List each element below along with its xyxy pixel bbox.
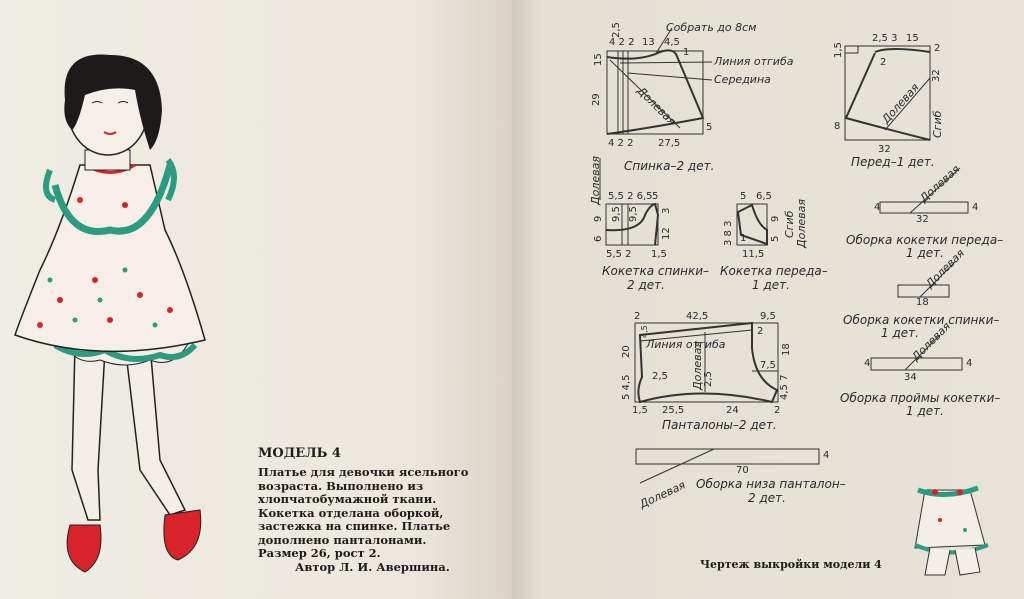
dim-label: 5,5 2 6,5 — [608, 191, 653, 202]
dim-label: 5,5 2 — [606, 249, 632, 260]
dim-label: 5 — [652, 191, 659, 202]
frills — [635, 167, 969, 484]
front-caption: Перед–1 дет. — [851, 155, 935, 169]
description-line: застежка на спинке. Платье — [258, 519, 451, 533]
description-line: возраста. Выполнено из — [258, 478, 424, 493]
dim-label: 2 — [934, 43, 941, 54]
dim-label: 6,5 — [756, 191, 772, 202]
dim-label: 15 — [906, 33, 919, 44]
frill-caption: Оборка кокетки переда– — [846, 233, 1004, 247]
dim-label: 4 — [972, 202, 979, 213]
dim-label: 2,5 — [652, 371, 668, 382]
dim-label: 5 — [740, 191, 747, 202]
dim-label: 70 — [736, 465, 749, 476]
dim-label: 24 — [726, 405, 739, 416]
dim-label: 2 — [757, 326, 764, 337]
back-caption: Спинка–2 дет. — [624, 159, 715, 173]
model-description: Платье для девочки ясельного возраста. В… — [258, 465, 469, 561]
fold-line-label: Линия отгиба — [714, 55, 794, 68]
back-yoke-caption: Кокетка спинки– — [602, 264, 710, 278]
model-heading: МОДЕЛЬ 4 — [258, 446, 341, 461]
dim-label: 4 — [864, 358, 871, 369]
front-yoke-caption: Кокетка переда– — [720, 264, 828, 278]
dim-label: 42,5 — [686, 311, 709, 322]
dim-label: 4 2 2 — [609, 37, 635, 48]
gather-note: Собрать до 8см — [666, 21, 757, 34]
dim-label: 4,5 — [664, 37, 680, 48]
pantaloons-caption: Панталоны–2 дет. — [662, 418, 777, 432]
pantaloons-piece — [634, 321, 779, 404]
girl-figure — [14, 54, 206, 573]
front-piece — [844, 45, 931, 141]
description-line: Размер 26, рост 2. — [258, 546, 381, 560]
middle-label: Середина — [714, 73, 771, 86]
front-yoke-caption: 1 дет. — [752, 278, 790, 292]
dim-label: 4 — [966, 358, 973, 369]
dim-label: 4 — [823, 450, 830, 461]
dim-label: 18 — [916, 297, 929, 308]
dim-label: 2,5 3 — [872, 33, 898, 44]
dim-label: 7,5 — [760, 360, 776, 371]
dim-label: 13 — [642, 37, 655, 48]
pattern-title: Чертеж выкройки модели 4 — [700, 558, 882, 571]
dim-label: 34 — [904, 372, 917, 383]
dim-label: 27,5 — [658, 138, 681, 149]
fold-line-label: Линия отгиба — [646, 338, 726, 351]
dim-label: 4 2 2 — [608, 138, 634, 149]
description-line: дополнено панталонами. — [258, 532, 427, 547]
frill-caption: 1 дет. — [881, 326, 919, 340]
dim-label: 32 — [916, 214, 929, 225]
description-line: Кокетка отделана оборкой, — [258, 505, 444, 520]
dim-label: 2 — [634, 311, 641, 322]
frill-caption: 2 дет. — [748, 491, 786, 505]
back-piece — [606, 27, 713, 135]
dim-label: 25,5 — [662, 405, 685, 416]
dim-label: 9,5 — [760, 311, 776, 322]
dim-label: 1,5 — [651, 249, 667, 260]
frill-caption: Оборка кокетки спинки– — [843, 313, 1000, 327]
dim-label: 5 — [706, 122, 713, 133]
description-line: хлопчатобумажной ткани. — [258, 492, 437, 506]
dim-label: 32 — [878, 144, 891, 155]
girl-illustration — [14, 54, 206, 573]
dim-label: 2 — [774, 405, 781, 416]
back-yoke-piece — [599, 158, 660, 246]
frill-caption: 1 дет. — [906, 246, 944, 260]
description-line: Платье для девочки ясельного — [258, 465, 469, 479]
frill-caption: 1 дет. — [906, 404, 944, 418]
dim-label: 8 — [834, 121, 841, 132]
dim-label: 2 — [880, 57, 887, 68]
dim-label: 4 — [874, 202, 881, 213]
author: Автор Л. И. Авершина. — [295, 560, 450, 574]
dim-label: 11,5 — [742, 249, 765, 260]
back-yoke-caption: 2 дет. — [627, 278, 665, 292]
frill-caption: Оборка проймы кокетки– — [840, 391, 1001, 405]
dim-label: 1 — [740, 233, 747, 244]
front-yoke-piece — [736, 203, 768, 246]
frill-caption: Оборка низа панталон– — [696, 477, 846, 491]
dim-label: 1,5 — [632, 405, 648, 416]
dim-label: 1 — [683, 47, 690, 58]
